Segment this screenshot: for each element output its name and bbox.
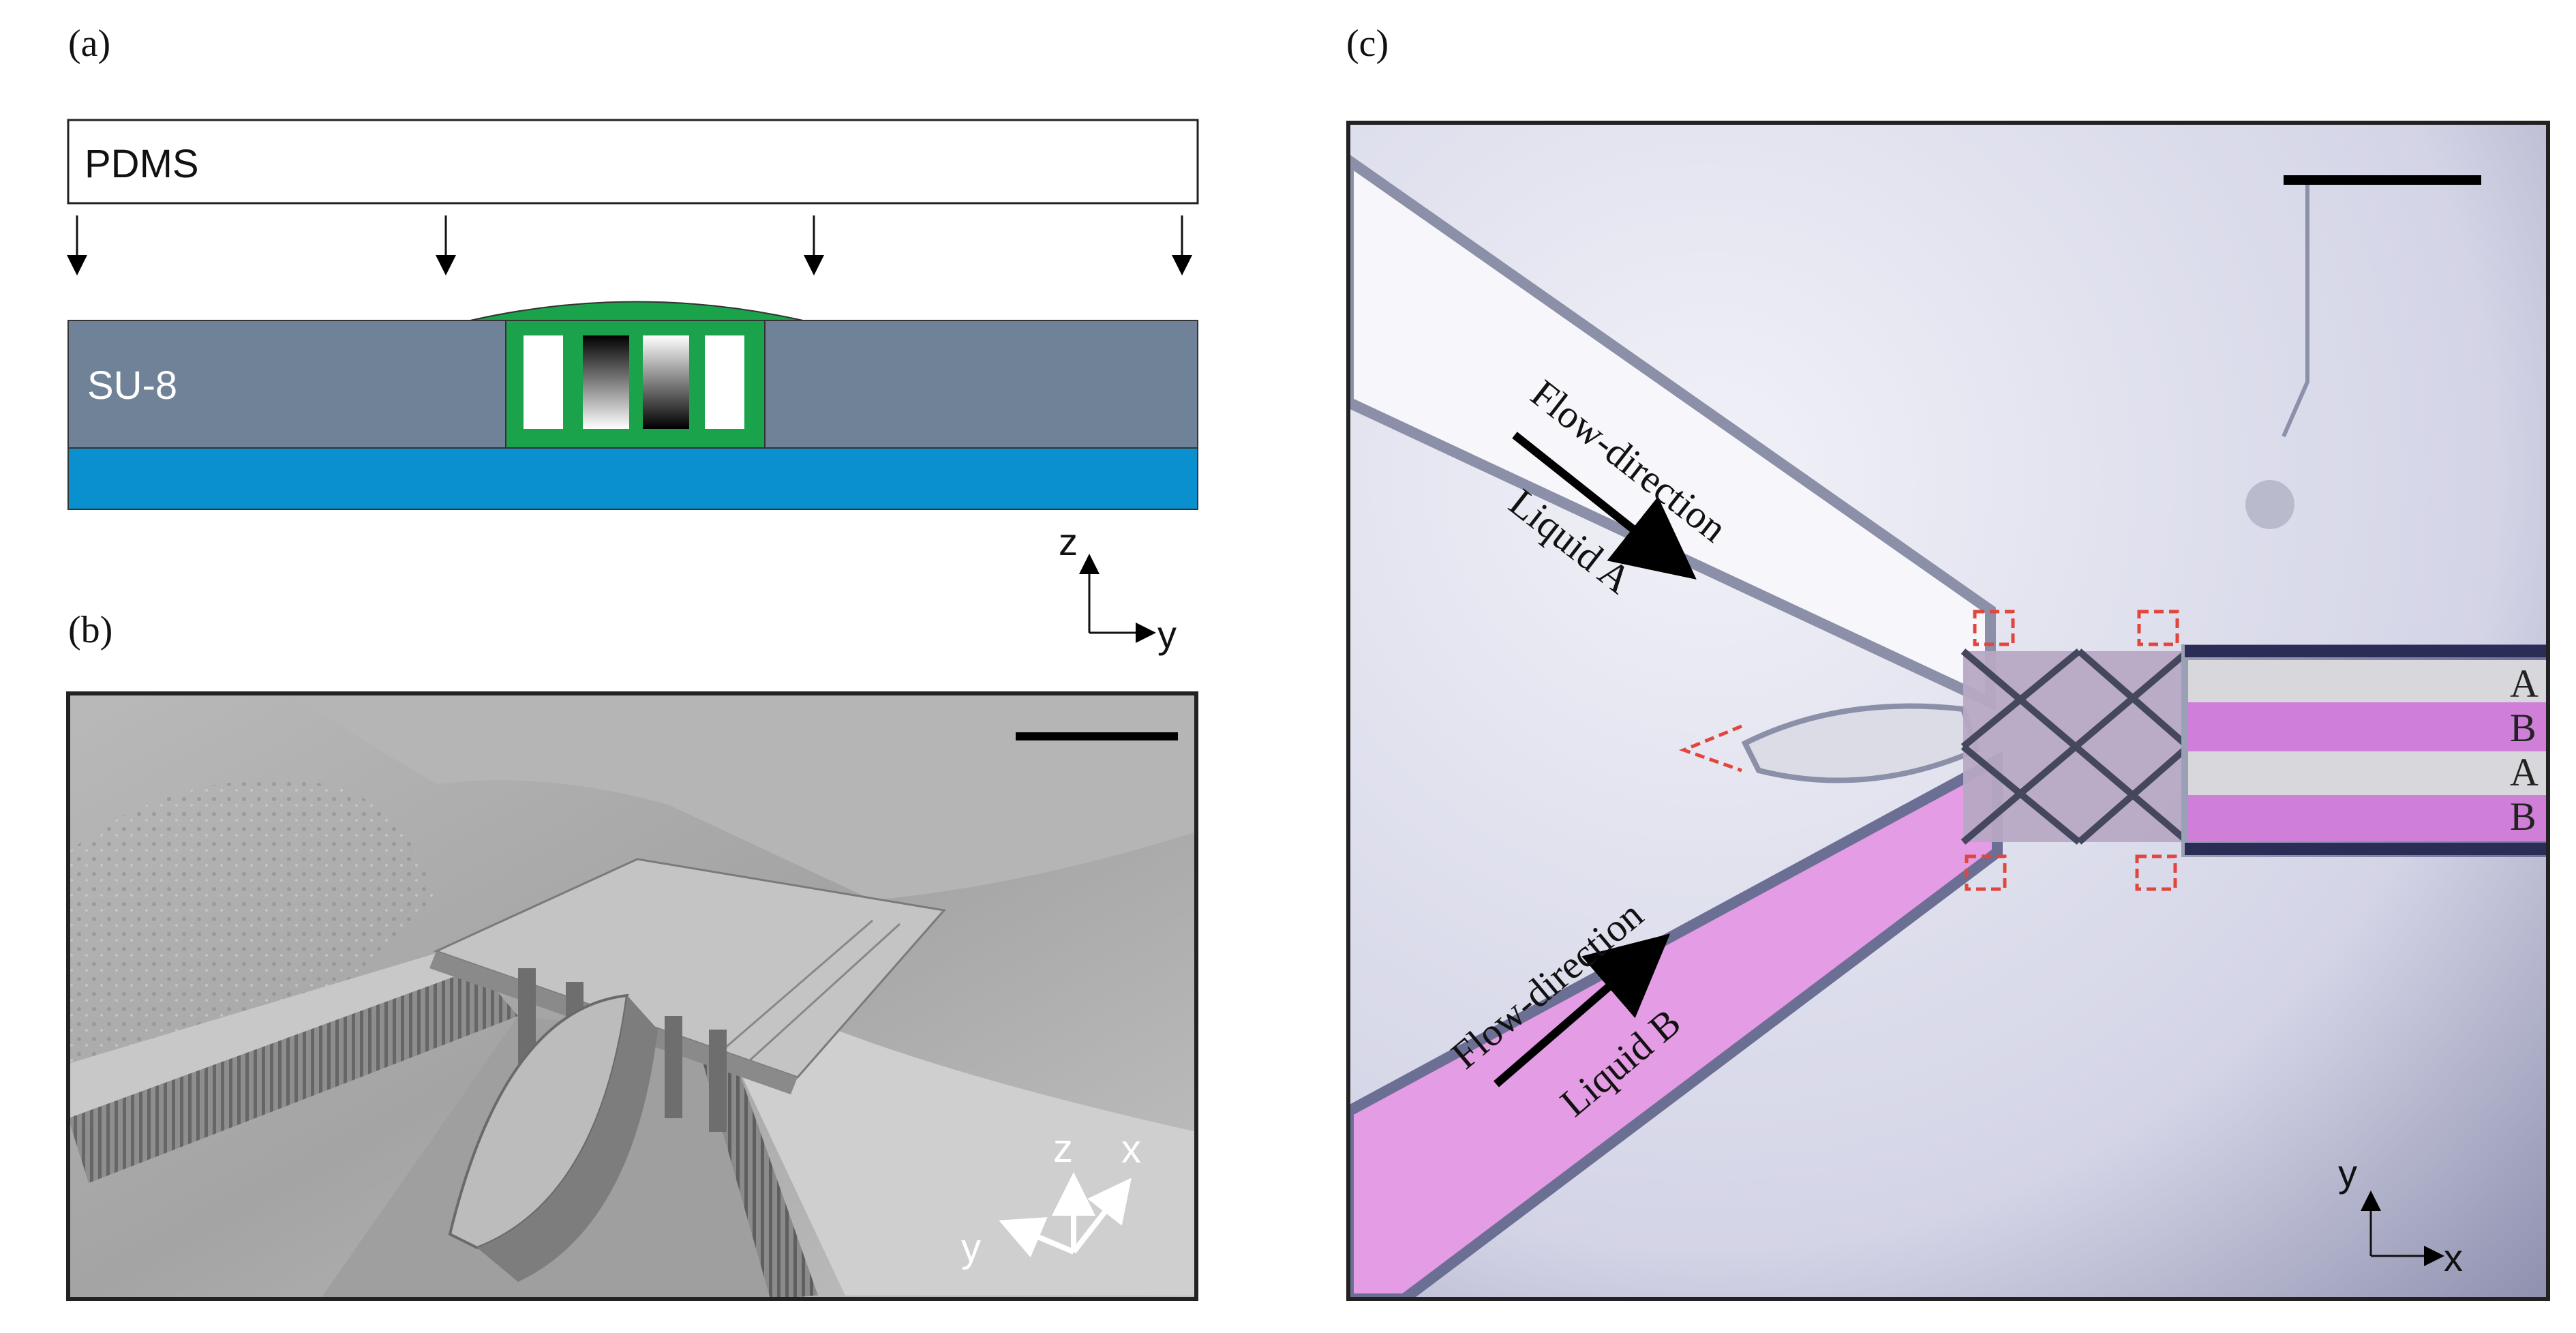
axis-y-label: y bbox=[1157, 613, 1177, 656]
pdms-layer bbox=[67, 119, 1199, 205]
panel-c-label: (c) bbox=[1346, 23, 1389, 65]
pdms-label: PDMS bbox=[85, 142, 199, 186]
stream-label-4: B bbox=[2510, 794, 2536, 839]
stream-label-2: B bbox=[2510, 706, 2536, 750]
stream-label-3: A bbox=[2510, 750, 2539, 794]
su8-label: SU-8 bbox=[87, 363, 177, 408]
panel-b-label: (b) bbox=[68, 609, 112, 651]
flow-arrow-bottom bbox=[1494, 933, 1671, 1088]
press-arrows bbox=[67, 215, 1192, 275]
axis-b-z-label: z bbox=[1053, 1126, 1073, 1171]
axis-b-y-label: y bbox=[961, 1226, 981, 1270]
red-markers bbox=[1678, 610, 2179, 891]
pillar-white-2 bbox=[705, 335, 744, 429]
panel-b: (b) bbox=[66, 609, 1198, 1301]
axis-indicator-a bbox=[1079, 554, 1156, 643]
axis-c-y-label: y bbox=[2338, 1152, 2357, 1195]
axis-indicator-c bbox=[2361, 1190, 2444, 1266]
sem-image bbox=[68, 693, 1196, 1299]
axis-c-x-label: x bbox=[2444, 1236, 2463, 1279]
su8-layer-left bbox=[67, 320, 506, 449]
stream-label-1: A bbox=[2510, 661, 2539, 706]
pillar-white-1 bbox=[524, 335, 563, 429]
panel-a-label: (a) bbox=[68, 23, 110, 65]
sem-frame bbox=[66, 691, 1198, 1301]
su8-layer-right bbox=[764, 320, 1198, 449]
flow-arrow-top bbox=[1512, 432, 1697, 580]
panel-c: (c) bbox=[1346, 23, 2550, 1301]
axis-z-label: z bbox=[1059, 520, 1078, 563]
green-film-cap bbox=[470, 301, 804, 321]
micrograph-frame bbox=[1346, 121, 2550, 1301]
axis-b-x-label: x bbox=[1121, 1127, 1141, 1171]
substrate-layer bbox=[67, 447, 1198, 510]
pillar-gradient-2 bbox=[643, 335, 689, 429]
pillar-gradient-1 bbox=[583, 335, 629, 429]
micrograph bbox=[1348, 123, 2548, 1299]
panel-a: (a) PDMS SU-8 z y bbox=[67, 23, 1199, 656]
axis-indicator-b bbox=[999, 1172, 1132, 1258]
